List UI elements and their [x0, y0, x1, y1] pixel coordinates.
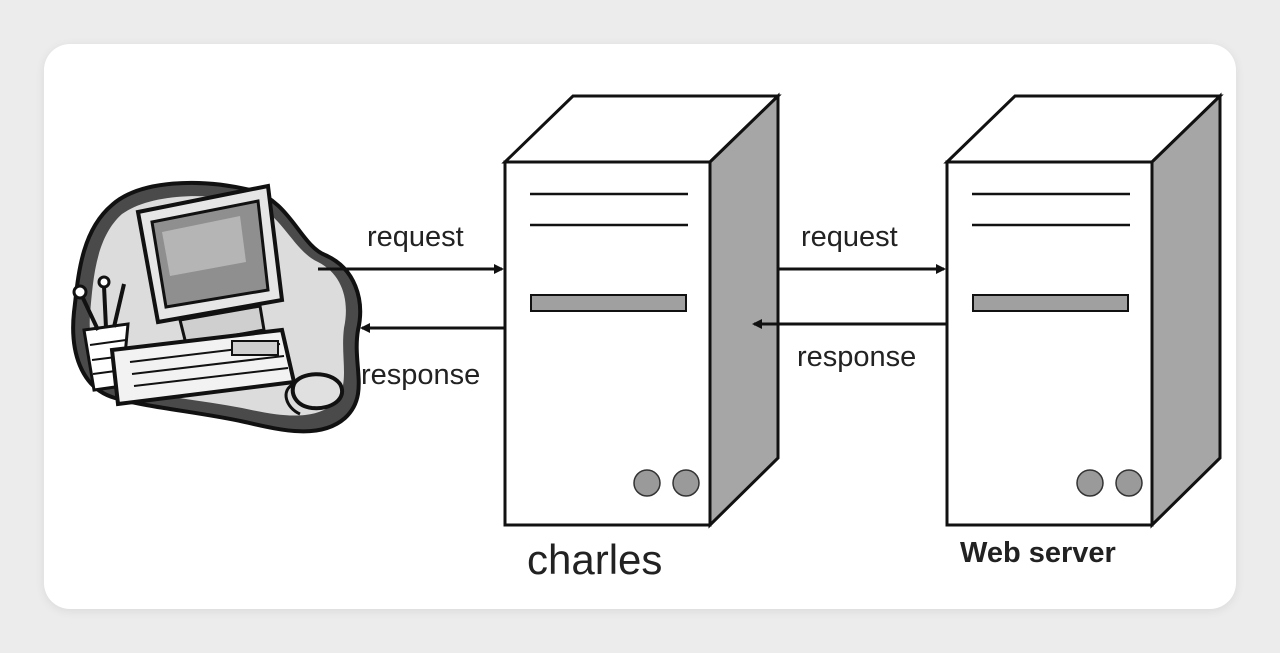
response-label-left: response	[361, 359, 480, 391]
charles-proxy-server	[501, 92, 782, 529]
client-computer-icon	[71, 180, 363, 434]
web-server-drive-bay	[972, 294, 1129, 312]
web-server	[943, 92, 1224, 529]
web-server-label: Web server	[960, 537, 1116, 569]
web-server-front	[945, 160, 1154, 527]
charles-led-1	[633, 469, 661, 497]
web-server-side	[1150, 92, 1222, 529]
web-server-led-2	[1115, 469, 1143, 497]
mouse-icon	[284, 372, 344, 416]
web-server-led-1	[1076, 469, 1104, 497]
request-label-left: request	[367, 221, 464, 253]
monitor-stand	[178, 304, 266, 346]
charles-server-front	[503, 160, 712, 527]
charles-server-side	[708, 92, 780, 529]
response-label-right: response	[797, 341, 916, 373]
charles-led-2	[672, 469, 700, 497]
charles-drive-bay	[530, 294, 687, 312]
request-label-right: request	[801, 221, 898, 253]
charles-label: charles	[527, 536, 662, 583]
